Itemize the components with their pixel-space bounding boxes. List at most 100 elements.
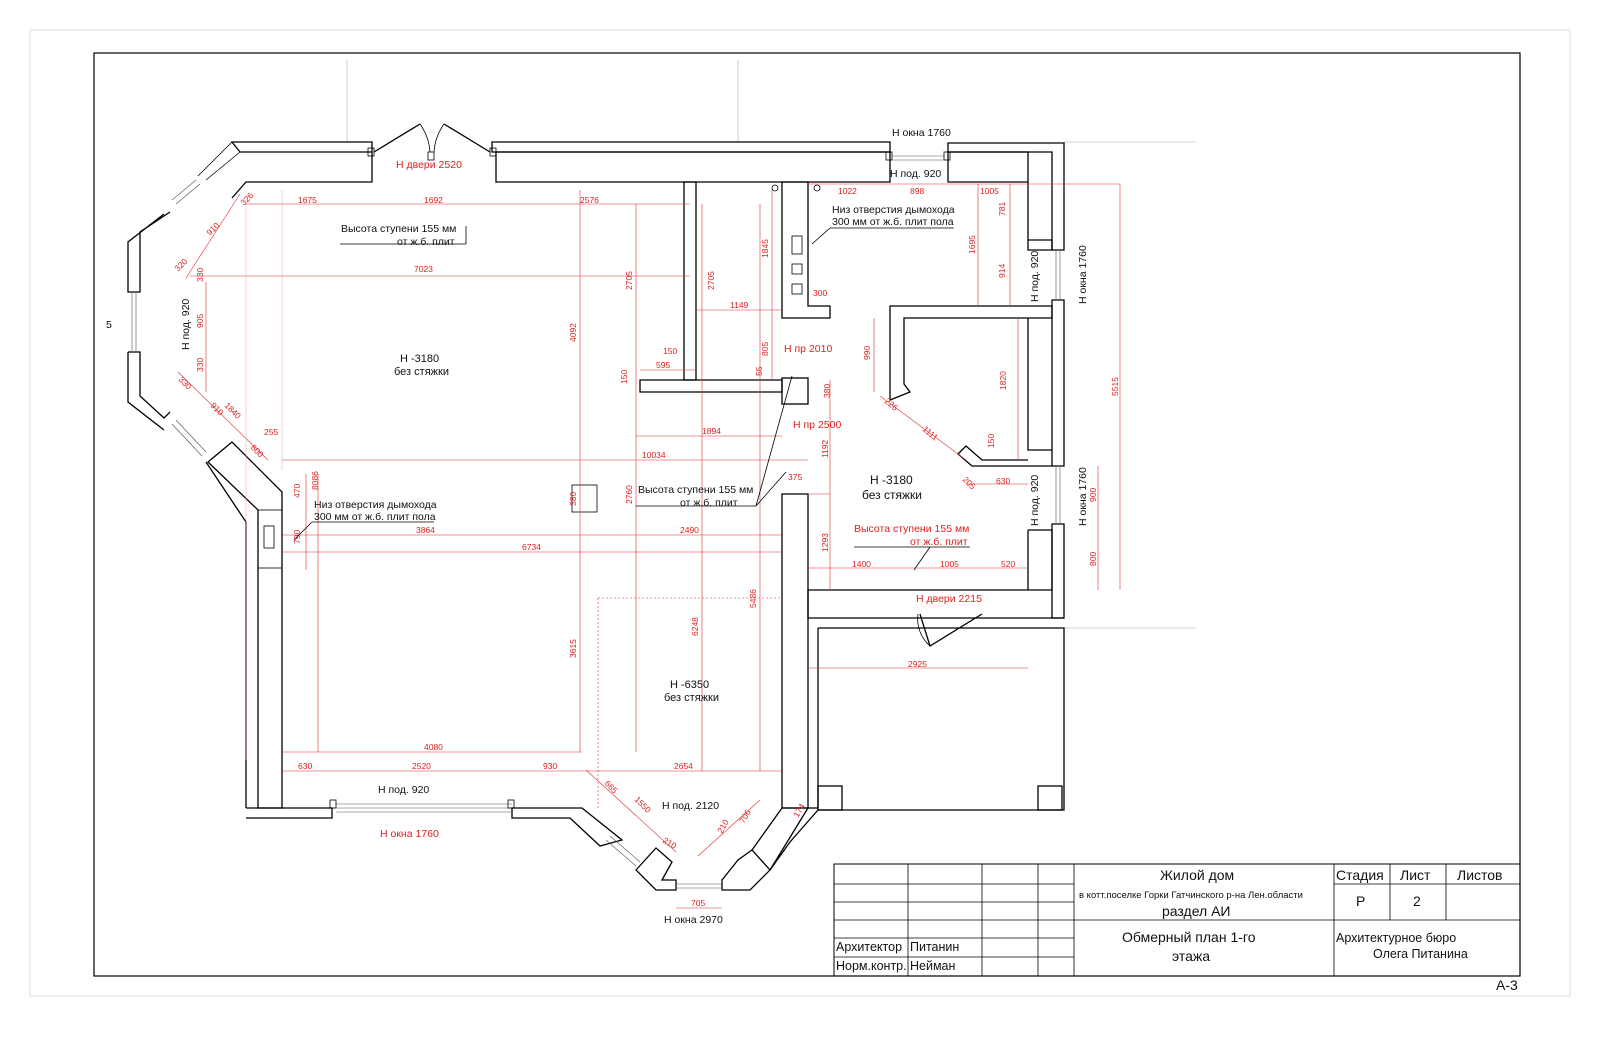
- label-pass-1: Н пр 2010: [784, 343, 832, 355]
- walls: [127, 141, 1065, 891]
- note-flue-2-line2: 300 мм от ж.б. плит пола: [314, 511, 436, 523]
- note-flue-1-line1: Низ отверстия дымохода: [832, 204, 955, 216]
- note-step-3-line1: Высота ступени 155 мм: [854, 523, 969, 535]
- label-sill-bottom: Н под. 920: [378, 784, 429, 796]
- label-door-top: Н двери 2520: [396, 159, 462, 171]
- dim-value: 330: [177, 374, 194, 391]
- tb-sheet-title-line2: этажа: [1172, 948, 1210, 964]
- dim-value: 914: [997, 264, 1007, 278]
- tb-name-norm: Нейман: [910, 959, 956, 973]
- note-flue-2-line1: Низ отверстия дымохода: [314, 499, 437, 511]
- dim-value: 905: [195, 314, 205, 328]
- dim-value: 1695: [967, 235, 977, 254]
- label-sill-top-right: Н под. 920: [890, 168, 941, 180]
- tb-sheet: 2: [1413, 893, 1421, 909]
- dim-value: 2760: [624, 485, 634, 504]
- tb-col-sheet: Лист: [1400, 867, 1431, 883]
- dim-value: 1675: [298, 195, 317, 205]
- note-step-3-line2: от ж.б. плит: [910, 536, 968, 548]
- label-sill-right-2: Н под. 920: [1029, 475, 1041, 526]
- dim-value: 600: [249, 442, 266, 459]
- dim-value: 150: [619, 370, 629, 384]
- dim-value: 900: [1088, 488, 1098, 502]
- dim-value: 7023: [414, 264, 433, 274]
- axis-mark: 5: [106, 319, 112, 331]
- dim-value: 705: [691, 898, 705, 908]
- dim-value: 4080: [424, 742, 443, 752]
- tb-sheet-title-line1: Обмерный план 1-го: [1122, 929, 1256, 945]
- room-level-2: Н -3180: [870, 473, 913, 487]
- dim-value: 595: [656, 360, 670, 370]
- dim-value: 1022: [838, 186, 857, 196]
- label-window-top-right: Н окна 1760: [892, 127, 951, 139]
- note-leaders: [293, 226, 970, 571]
- dim-value: 3864: [416, 525, 435, 535]
- dim-value: 8086: [310, 471, 320, 490]
- dimension-lines: [177, 183, 1121, 909]
- dim-value: 320: [172, 256, 189, 273]
- dim-value: 375: [788, 472, 802, 482]
- dim-value: 2705: [624, 271, 634, 290]
- dim-value: 300: [813, 288, 827, 298]
- tb-bureau-line2: Олега Питанина: [1373, 947, 1468, 961]
- dim-value: 781: [997, 202, 1007, 216]
- dim-value: 805: [760, 342, 770, 356]
- tb-bureau-line1: Архитектурное бюро: [1336, 931, 1456, 945]
- dim-value: 6248: [690, 617, 700, 636]
- dim-value: 1692: [424, 195, 443, 205]
- sheet-code: А-3: [1496, 977, 1518, 993]
- dim-value: 630: [298, 761, 312, 771]
- label-sill-right-1: Н под. 920: [1029, 251, 1041, 302]
- dim-value: 255: [264, 427, 278, 437]
- dim-value: 326: [238, 190, 255, 207]
- tb-role-norm: Норм.контр.: [836, 959, 907, 973]
- dim-value: 910: [209, 400, 226, 417]
- dim-value: 1845: [760, 239, 770, 258]
- dim-value: 910: [204, 220, 221, 237]
- dim-value: 1293: [820, 533, 830, 552]
- note-step-2-line1: Высота ступени 155 мм: [638, 484, 753, 496]
- dim-value: 330: [195, 358, 205, 372]
- dim-value: 330: [195, 268, 205, 282]
- dim-value: 380: [568, 492, 578, 506]
- label-door-bottom: Н двери 2215: [916, 593, 982, 605]
- room-level-3: Н -6350: [670, 679, 709, 691]
- dim-value: 1111: [921, 424, 941, 443]
- dim-value: 226: [883, 396, 901, 413]
- tb-role-architect: Архитектор: [836, 940, 902, 954]
- dim-value: 3615: [568, 639, 578, 658]
- room-level-1: Н -3180: [400, 353, 439, 365]
- dim-value: 930: [543, 761, 557, 771]
- dim-value: 5486: [748, 589, 758, 608]
- dim-value: 706: [737, 807, 753, 825]
- note-flue-1-line2: 300 мм от ж.б. плит пола: [832, 216, 954, 228]
- dim-value: 1005: [980, 186, 999, 196]
- dim-value: 205: [961, 474, 978, 491]
- dim-value: 898: [910, 186, 924, 196]
- tb-col-sheets: Листов: [1457, 867, 1503, 883]
- dim-value: 1820: [998, 371, 1008, 390]
- label-window-right-2: Н окна 1760: [1077, 467, 1089, 526]
- label-window-bottom: Н окна 1760: [380, 828, 439, 840]
- note-step-1-line2: от ж.б. плит: [397, 236, 455, 248]
- guide-lines: [346, 60, 1196, 629]
- dim-value: 1192: [820, 439, 830, 458]
- note-step-1-line1: Высота ступени 155 мм: [341, 223, 456, 235]
- dim-value: 2705: [706, 271, 716, 290]
- outer-frame: [29, 29, 1571, 997]
- tb-col-stage: Стадия: [1336, 867, 1384, 883]
- dim-value: 210: [715, 817, 731, 835]
- dim-value: 2925: [908, 659, 927, 669]
- dim-value: 470: [292, 484, 302, 498]
- dim-value: 6734: [522, 542, 541, 552]
- tb-name-architect: Питанин: [910, 940, 959, 954]
- dim-value: 10034: [642, 450, 666, 460]
- note-step-2-line2: от ж.б. плит: [680, 497, 738, 509]
- tb-location: в котт.поселке Горки Гатчинского р-на Ле…: [1079, 890, 1303, 901]
- drawing-frame: [93, 52, 1521, 977]
- tb-project: Жилой дом: [1160, 867, 1234, 883]
- dim-value: 5515: [1110, 377, 1120, 396]
- dim-value: 1149: [730, 300, 749, 310]
- tb-stage: Р: [1356, 893, 1365, 909]
- dim-value: 1005: [940, 559, 959, 569]
